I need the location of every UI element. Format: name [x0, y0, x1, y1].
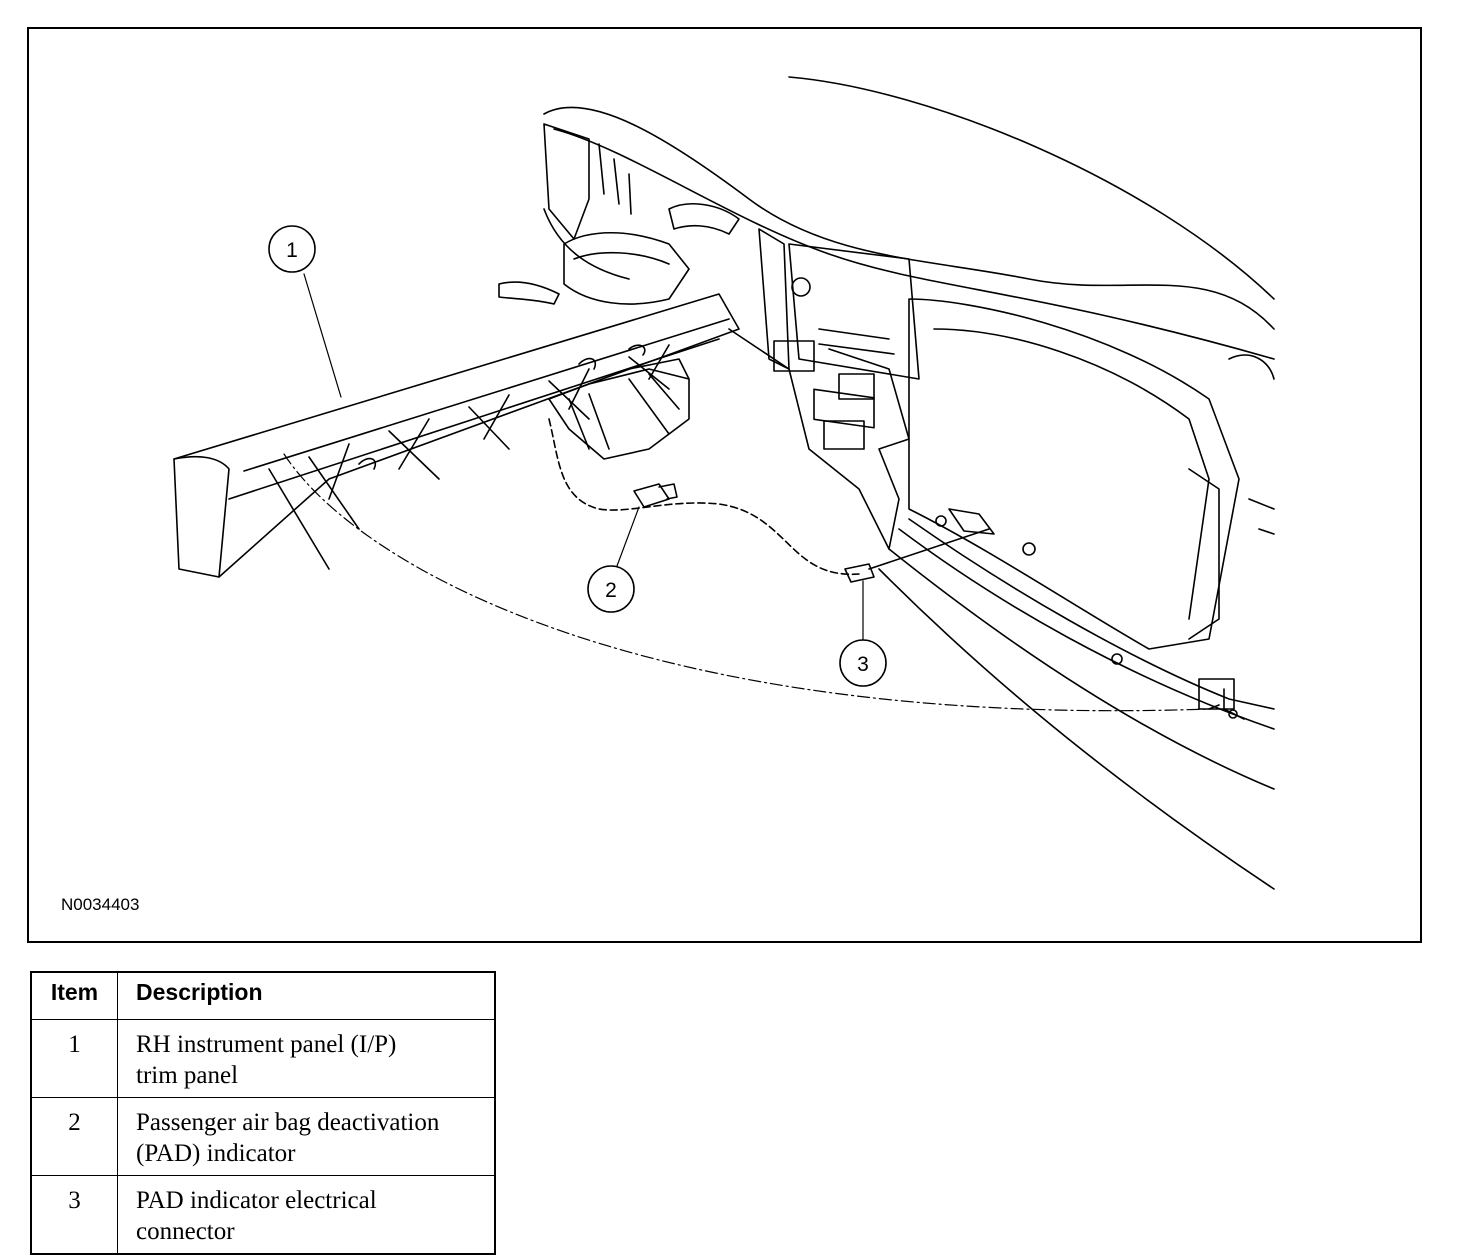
callout-2-number: 2 — [605, 579, 617, 602]
callout-1-leader — [303, 273, 342, 398]
legend-item-number: 2 — [30, 1097, 118, 1176]
callout-3-number: 3 — [857, 653, 869, 676]
steering-column — [563, 232, 690, 305]
glove-box-hinge — [908, 518, 1275, 710]
pad-indicator-body — [633, 483, 670, 508]
clip-locator-curve — [283, 453, 1210, 712]
figure-id-label: N0034403 — [61, 895, 140, 914]
figure-frame: 1 2 3 N0034403 — [27, 27, 1422, 943]
trim-panel — [173, 293, 740, 578]
legend-description-line: Passenger air bag deactivation — [136, 1109, 440, 1136]
center-console — [728, 328, 910, 550]
dash-upper-contour — [543, 106, 1275, 330]
center-stack — [788, 243, 920, 380]
callout-3: 3 — [839, 639, 887, 687]
legend-description-line: PAD indicator electrical — [136, 1187, 377, 1214]
radio-display — [813, 388, 875, 429]
pad-bezel — [548, 368, 690, 460]
legend-row: 1 RH instrument panel (I/P) trim panel — [30, 1019, 496, 1098]
left-pillar — [543, 123, 590, 240]
legend-row: 2 Passenger air bag deactivation (PAD) i… — [30, 1097, 496, 1176]
glove-box-opening — [908, 298, 1240, 650]
dashboard-illustration: 1 2 3 — [173, 76, 1275, 890]
legend-description-line: trim panel — [136, 1062, 239, 1089]
legend-description: PAD indicator electrical connector — [117, 1175, 496, 1255]
legend-description: RH instrument panel (I/P) trim panel — [117, 1019, 496, 1098]
dash-pad-curve — [1228, 354, 1275, 380]
legend-header-item: Item — [30, 971, 118, 1020]
callout-2: 2 — [587, 565, 635, 613]
legend-header-row: Item Description — [30, 971, 496, 1020]
legend-description-line: RH instrument panel (I/P) — [136, 1031, 397, 1058]
dash-top-edge — [788, 76, 1275, 300]
pad-harness — [548, 418, 860, 575]
legend-item-number: 3 — [30, 1175, 118, 1255]
legend-table: Item Description 1 RH instrument panel (… — [30, 971, 496, 1255]
callout-2-leader — [613, 506, 640, 575]
radio-knob — [791, 277, 811, 297]
legend-item-number: 1 — [30, 1019, 118, 1098]
legend-header-description: Description — [117, 971, 496, 1020]
legend-description-line: connector — [136, 1218, 235, 1245]
pad-connector-body — [844, 563, 875, 583]
callout-1: 1 — [268, 225, 316, 273]
legend-description-line: (PAD) indicator — [136, 1140, 296, 1167]
dash-lower-contour — [553, 128, 1275, 360]
legend-row: 3 PAD indicator electrical connector — [30, 1175, 496, 1255]
callout-1-number: 1 — [286, 239, 298, 262]
legend-description: Passenger air bag deactivation (PAD) ind… — [117, 1097, 496, 1176]
